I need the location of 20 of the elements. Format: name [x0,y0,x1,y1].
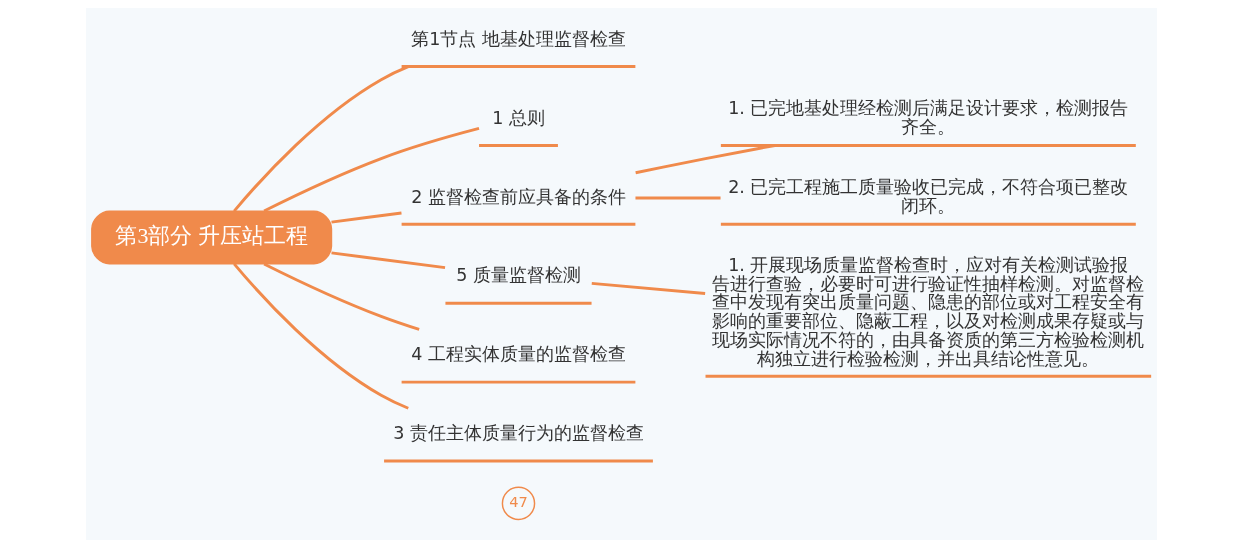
node-text: 2. 已完工程施工质量验收已完成，不符合项已整改闭环。 [727,177,1128,217]
connector [232,262,409,410]
connector [262,262,420,331]
node-label: 47 [508,493,528,511]
connector [634,196,721,200]
node-text: 4 工程实体质量的监督检查 [410,344,626,365]
node-box: 第3部分 升压站工程 [90,210,332,265]
connector [232,65,409,213]
node-text: 3 责任主体质量行为的监督检查 [392,423,644,444]
node-text: 1 总则 [491,107,545,128]
node-text: 第1节点 地基处理监督检查 [410,28,626,49]
node-text: 1. 已完地基处理经检测后满足设计要求，检测报告齐全。 [727,98,1128,138]
connector [262,127,479,213]
connector [330,211,402,224]
connector [634,144,775,175]
connector [591,281,705,295]
connector [330,251,445,270]
node-text: 2 监督检查前应具备的条件 [410,186,626,207]
node-text: 1. 开展现场质量监督检查时，应对有关检测试验报告进行查验，必要时可进行验证性抽样检测。对监督检查中发现有突出质量问题、隐患的部位或对工程安全有影响的重要部位、隐蔽工程，以及对检测成果存疑或与现场实际情况不符的，由具备资质的第三方检验检测机构独立进行检验检测，并出具结论性意见。 [711,254,1144,370]
node-text: 5 质量监督检测 [455,265,581,286]
